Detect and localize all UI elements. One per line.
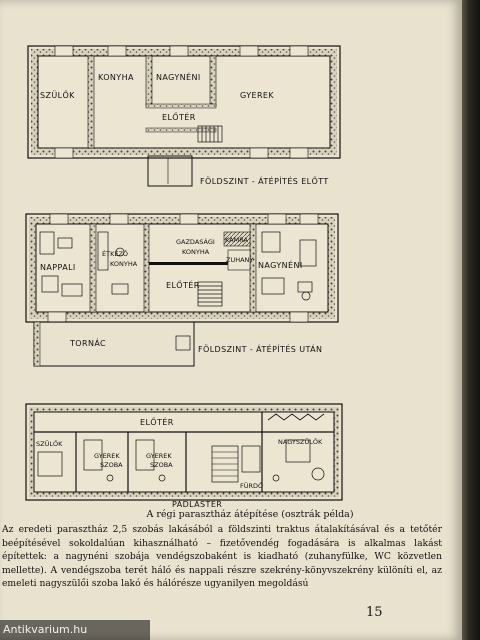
book-page: SZÜLŐK KONYHA NAGYNÉNI GYEREK ELŐTÉR FÖL… <box>0 0 462 640</box>
stairs-icon <box>212 451 238 477</box>
stairs-icon <box>197 125 223 143</box>
room-label: NAGYSZÜLŐK <box>278 437 323 446</box>
room-label: SZÜLŐK <box>36 439 63 448</box>
room-label: ZUHANY <box>226 256 253 264</box>
room-label: SZOBA <box>100 461 123 469</box>
watermark: Antikvarium.hu <box>0 620 150 640</box>
room-label: ELŐTÉR <box>162 111 196 122</box>
room-label: GAZDASÁGI <box>176 237 215 246</box>
room-label: NAPPALI <box>40 263 76 272</box>
room-label: ÉTKEZŐ <box>102 249 128 258</box>
room-label: NAGYNÉNI <box>258 259 303 270</box>
plan-before: SZÜLŐK KONYHA NAGYNÉNI GYEREK ELŐTÉR FÖL… <box>27 45 341 187</box>
room-label: ELŐTÉR <box>140 416 174 427</box>
room-label: KONYHA <box>110 260 138 268</box>
room-label: GYEREK <box>240 91 274 100</box>
furniture-icons <box>39 231 317 301</box>
page-number: 15 <box>366 605 383 620</box>
room-label: ELŐTÉR <box>166 279 200 290</box>
room-label: KONYHA <box>98 73 134 82</box>
room-label: GYEREK <box>146 452 172 460</box>
room-label: FÜRDŐ <box>240 481 263 490</box>
plan-caption: PADLÁSTÉR <box>172 498 222 509</box>
room-label: SZOBA <box>150 461 173 469</box>
room-label: GYEREK <box>94 452 120 460</box>
plan-after: NAPPALI ÉTKEZŐ KONYHA GAZDASÁGI KONYHA K… <box>25 213 339 367</box>
room-label: SZÜLŐK <box>40 90 75 100</box>
plan-caption: FÖLDSZINT - ÁTÉPÍTÉS UTÁN <box>198 343 322 354</box>
room-label: TORNÁC <box>69 337 106 348</box>
figure-caption: A régi parasztház átépítése (osztrák pél… <box>146 509 354 520</box>
body-paragraph: Az eredeti parasztház 2,5 szobás lakásáb… <box>2 524 442 590</box>
plan-attic: ELŐTÉR SZÜLŐK GYEREK SZOBA GYEREK SZOBA … <box>25 403 343 509</box>
plan-caption: FÖLDSZINT - ÁTÉPÍTÉS ELŐTT <box>200 175 329 186</box>
room-label: KAMRA <box>225 236 248 244</box>
furniture-icons <box>37 439 325 482</box>
book-spine <box>462 0 480 640</box>
room-label: KONYHA <box>182 248 210 256</box>
stairs-icon <box>197 281 223 307</box>
room-label: NAGYNÉNI <box>156 71 201 82</box>
floor-plans: SZÜLŐK KONYHA NAGYNÉNI GYEREK ELŐTÉR FÖL… <box>25 45 343 509</box>
